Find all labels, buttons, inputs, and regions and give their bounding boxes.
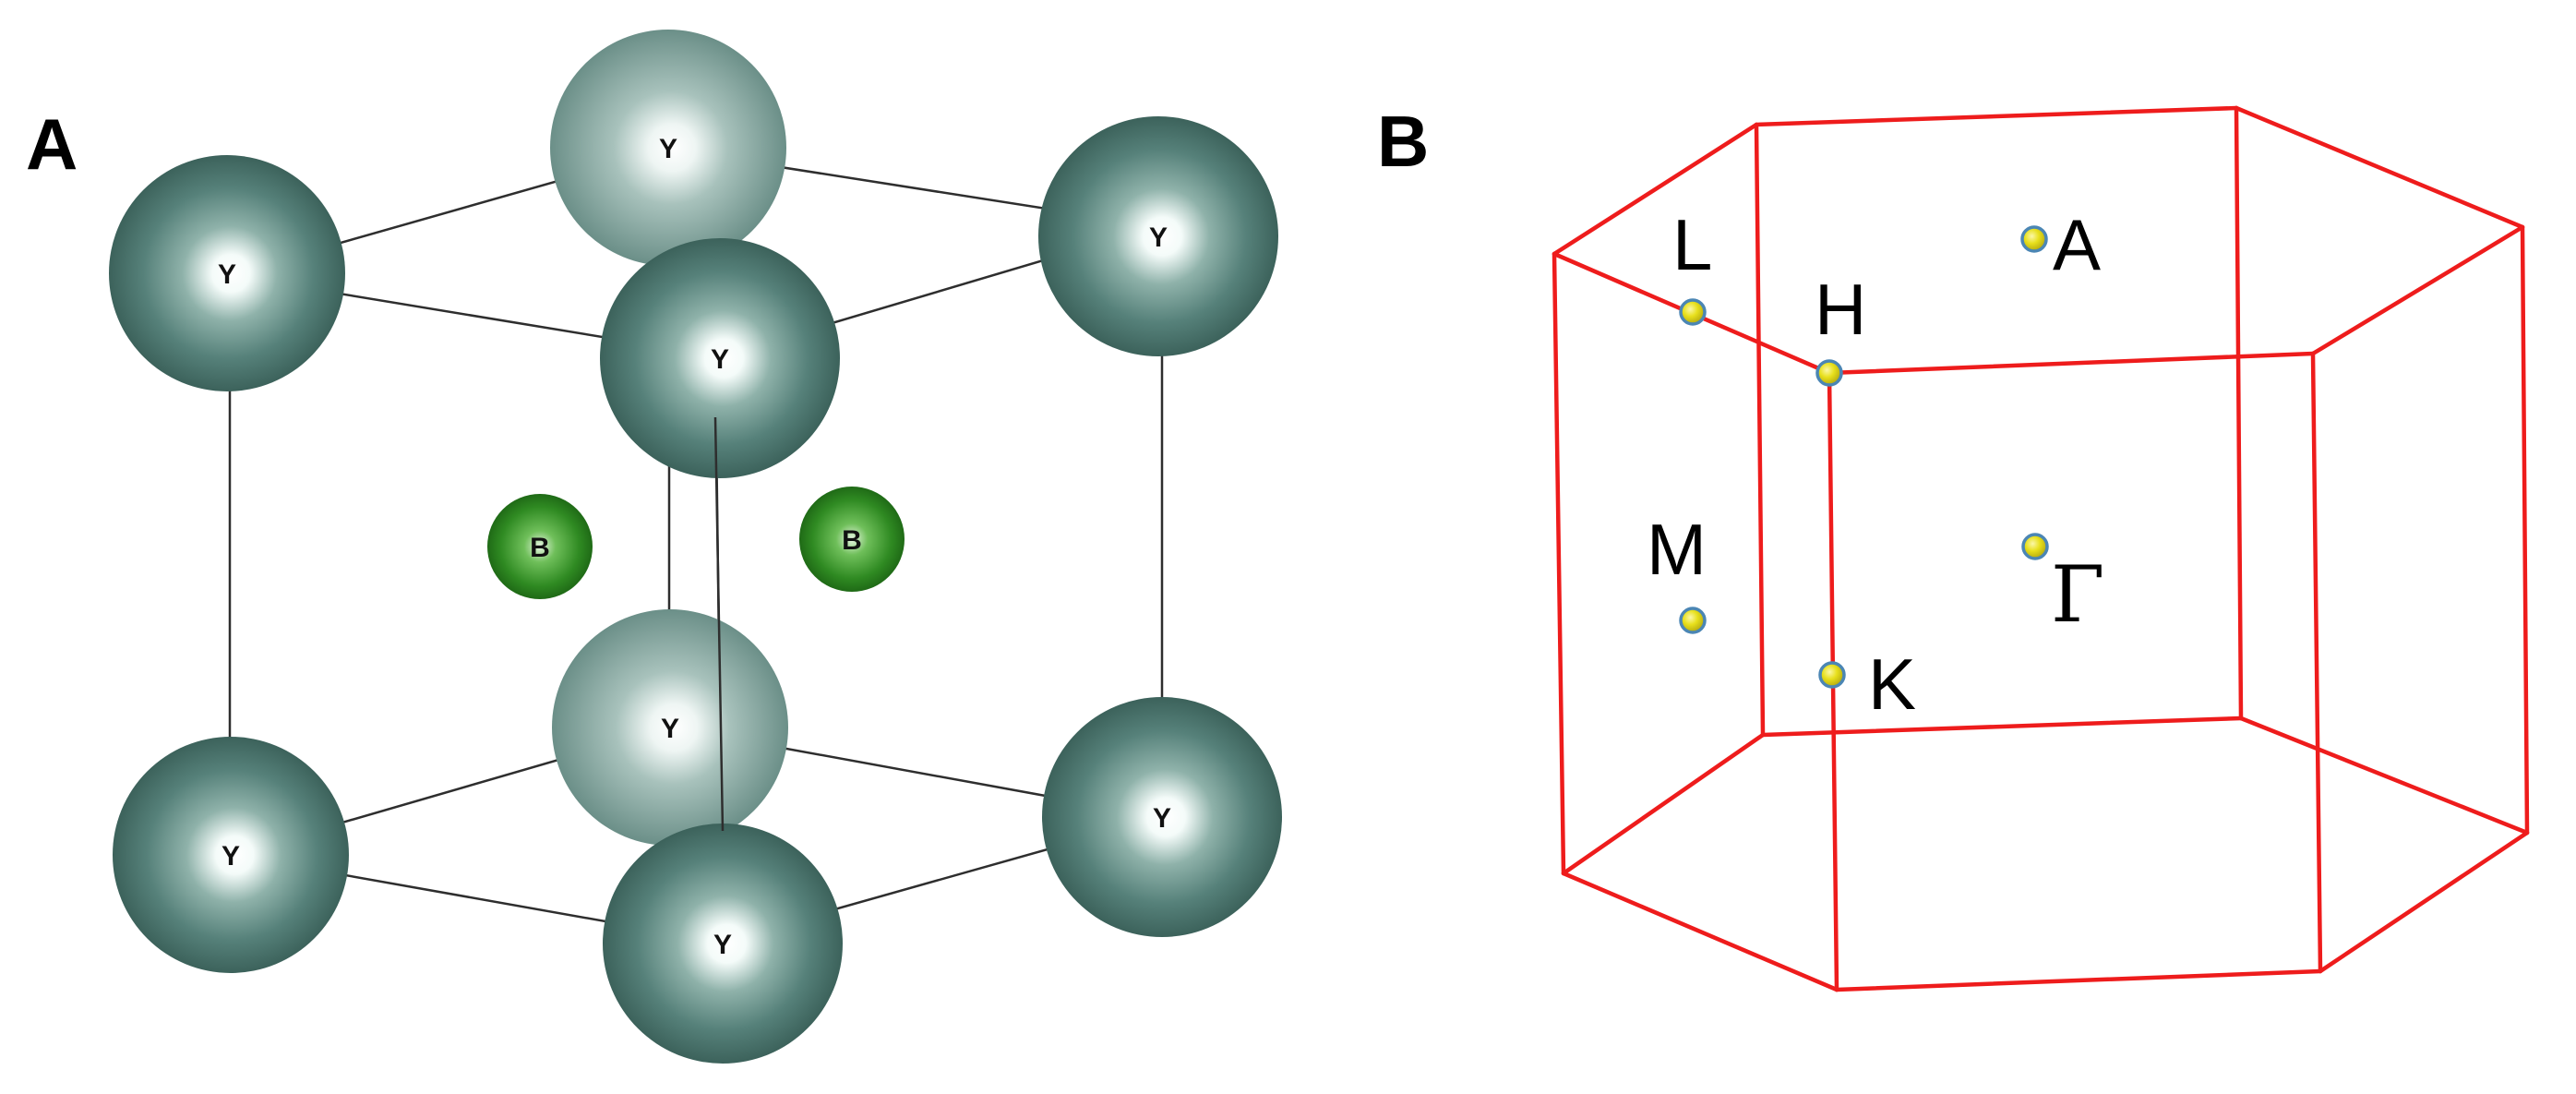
boron-atom: B (799, 487, 905, 592)
bz-edge (2234, 105, 2244, 721)
bond (713, 416, 725, 832)
bz-edge (1834, 968, 2323, 992)
k-points: L A H M Γ K (1647, 204, 2104, 725)
k-point-Gamma: Γ (2021, 533, 2104, 640)
k-point-label: K (1868, 643, 1916, 725)
bz-edge (1760, 715, 2244, 738)
k-point-label: M (1647, 509, 1707, 590)
atom-label: B (842, 525, 862, 556)
boron-atom: B (487, 494, 593, 599)
k-point-H: H (1815, 269, 1866, 387)
bz-edge (1827, 351, 2316, 376)
bz-edge (2310, 224, 2525, 356)
k-point-label: L (1672, 204, 1712, 285)
yttrium-atom: Y (1042, 697, 1282, 937)
bz-edge (2310, 351, 2323, 974)
bz-edge (2238, 715, 2530, 836)
k-point-K: K (1818, 643, 1916, 725)
bz-edge (2520, 224, 2530, 836)
yttrium-atom: Y (552, 609, 788, 846)
bz-edge (2318, 830, 2530, 974)
bz-edge (1552, 251, 1566, 876)
bz-edge (1561, 732, 1766, 876)
bz-edge (1552, 122, 1759, 257)
atom-label: Y (713, 930, 732, 960)
k-point-M: M (1647, 509, 1707, 634)
atom-label: Y (711, 344, 729, 375)
atom-label: Y (218, 259, 236, 290)
k-point-label: H (1815, 269, 1866, 350)
atom-label: Y (661, 714, 679, 744)
k-point-L: L (1672, 204, 1712, 326)
yttrium-atom: Y (109, 155, 345, 391)
atom-label: Y (1149, 222, 1168, 253)
k-point-label: A (2053, 204, 2101, 285)
bz-edge (1561, 871, 1839, 992)
panel-b-label: B (1377, 101, 1429, 182)
bz-edge (2234, 105, 2525, 230)
yttrium-atom: Y (1038, 116, 1278, 356)
atom-label: B (530, 533, 550, 563)
k-point-label: Γ (2051, 549, 2104, 640)
yttrium-atom: Y (600, 238, 840, 478)
k-point-A: A (2020, 204, 2101, 285)
brillouin-zone (1552, 105, 2530, 992)
bz-edge (1754, 122, 1766, 738)
atoms: Y Y B B Y Y Y (109, 30, 1282, 1064)
atom-label: Y (659, 134, 677, 164)
yttrium-atom: Y (603, 824, 843, 1064)
yttrium-atom: Y (113, 737, 349, 973)
yttrium-atom: Y (550, 30, 786, 266)
atom-label: Y (222, 841, 240, 872)
panel-a-label: A (26, 103, 78, 185)
atom-label: Y (1153, 803, 1171, 834)
bz-edge (1754, 105, 2239, 127)
